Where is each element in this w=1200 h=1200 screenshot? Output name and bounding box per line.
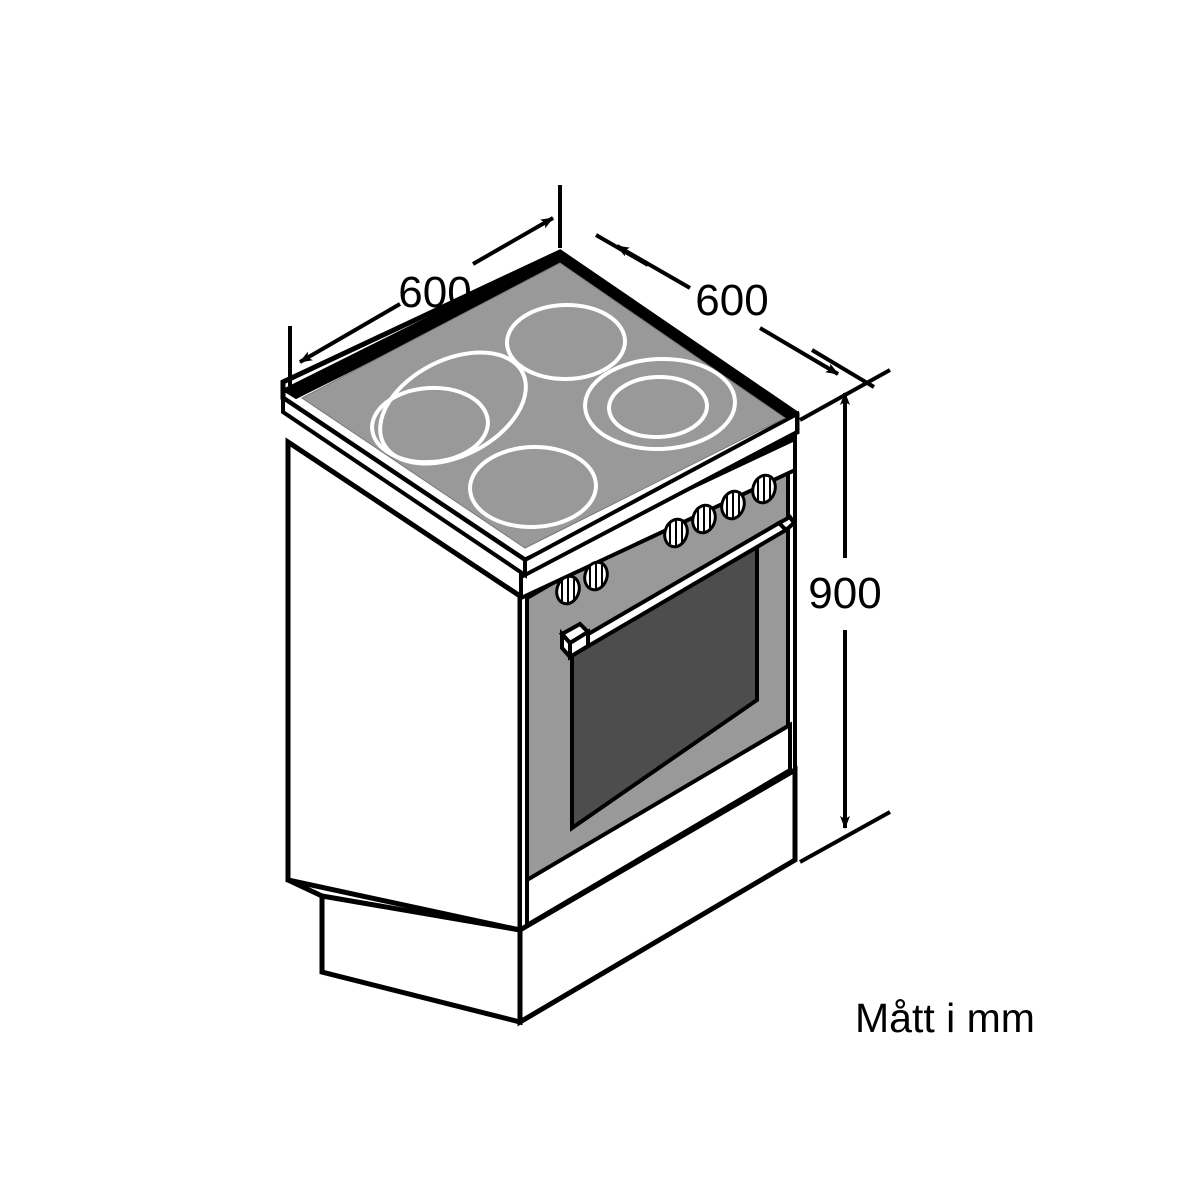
dimension-label-height: 900 [808, 569, 881, 618]
control-knob-6[interactable] [749, 472, 779, 505]
zone-front-center [468, 444, 598, 530]
control-knob-3[interactable] [661, 516, 691, 549]
control-knob-1[interactable] [553, 573, 583, 606]
ext-line-depth-right [810, 348, 876, 389]
control-knob-5[interactable] [718, 488, 748, 521]
zone-left-small [370, 385, 490, 465]
zone-right-inner-ring [607, 374, 709, 440]
oven-door-handle[interactable] [558, 514, 797, 663]
control-knobs[interactable] [553, 472, 779, 606]
cooktop-glass-surface [301, 262, 786, 549]
plinth-recess-edge-left [286, 877, 324, 899]
dimension-label-depth: 600 [695, 276, 768, 325]
cooktop-edge-front-right [523, 410, 799, 579]
cooking-zones [370, 302, 737, 530]
control-knob-2[interactable] [581, 559, 611, 592]
arrow-depth-left [616, 244, 691, 290]
dimension-depth-600: 600 [595, 233, 876, 389]
units-note: Mått i mm [855, 995, 1035, 1041]
dimension-height-900: 900 [799, 368, 891, 864]
control-knob-4[interactable] [689, 502, 719, 535]
zone-rear-center [505, 302, 627, 382]
dimension-width-600: 600 [288, 185, 562, 386]
arrow-width-left [298, 302, 402, 364]
cooktop [280, 249, 800, 579]
zone-right-outer-ring [583, 356, 737, 452]
ext-line-height-bottom [799, 810, 891, 864]
arrow-width-right [472, 216, 554, 266]
zone-left-large [378, 350, 528, 466]
dimension-label-width: 600 [398, 268, 471, 317]
arrow-depth-right [758, 326, 840, 376]
